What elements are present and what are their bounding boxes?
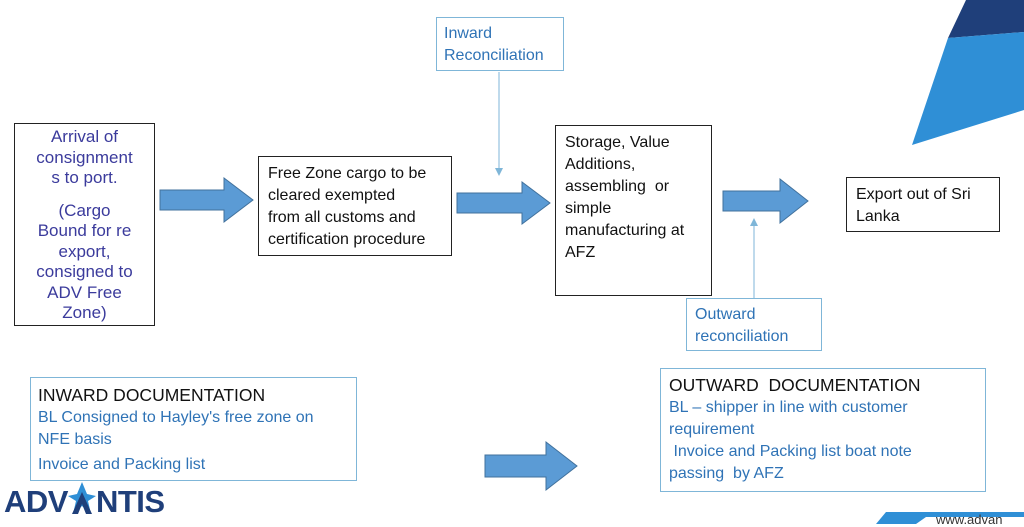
documentation-arrow	[484, 440, 578, 492]
inward-documentation-heading: INWARD DOCUMENTATION	[38, 385, 266, 405]
outward-documentation-heading: OUTWARD DOCUMENTATION	[669, 375, 921, 395]
outward-documentation-line: BL – shipper in line with customer	[669, 399, 908, 416]
brand-corner-shape	[912, 0, 1024, 145]
storage-line: manufacturing at	[565, 222, 685, 239]
arrival-text: Arrival of consignment s to port. (Cargo…	[36, 127, 133, 322]
inward-reconciliation-line: Reconciliation	[444, 47, 544, 64]
flow-arrow-2	[456, 181, 551, 225]
outward-reconciliation-line: reconciliation	[695, 328, 789, 345]
storage-line: assembling or	[565, 178, 670, 195]
advantis-logo: ADV NTIS	[4, 482, 165, 524]
storage-line: AFZ	[565, 244, 596, 261]
storage-line: Additions,	[565, 156, 636, 173]
footer-band	[876, 512, 1024, 524]
export-line: Lanka	[856, 208, 900, 225]
inward-documentation-line: Invoice and Packing list	[38, 456, 206, 473]
flow-arrow-3	[722, 177, 809, 225]
inward-reconciliation-connector	[495, 72, 503, 176]
storage-line: simple	[565, 200, 612, 217]
free-zone-line: Free Zone cargo to be	[268, 165, 427, 182]
inward-reconciliation-line: Inward	[444, 25, 493, 42]
flow-arrow-1	[159, 176, 254, 224]
free-zone-line: certification procedure	[268, 231, 426, 248]
footer-url: www.advan	[936, 512, 1003, 527]
outward-documentation-line: requirement	[669, 421, 755, 438]
inward-documentation-line: BL Consigned to Hayley's free zone on	[38, 409, 314, 426]
inward-documentation-line: NFE basis	[38, 431, 112, 448]
outward-documentation-line: passing by AFZ	[669, 465, 784, 482]
free-zone-box: Free Zone cargo to be cleared exempted f…	[258, 156, 452, 256]
free-zone-line: cleared exempted	[268, 187, 396, 204]
outward-reconciliation-box: Outward reconciliation	[686, 298, 822, 351]
outward-reconciliation-connector	[750, 218, 758, 299]
outward-documentation-line: Invoice and Packing list boat note	[669, 443, 912, 460]
logo-star-icon	[67, 482, 96, 516]
export-line: Export out of Sri	[856, 186, 971, 203]
export-box: Export out of Sri Lanka	[846, 177, 1000, 232]
free-zone-line: from all customs and	[268, 209, 416, 226]
inward-reconciliation-box: Inward Reconciliation	[436, 17, 564, 71]
storage-box: Storage, Value Additions, assembling or …	[555, 125, 712, 296]
arrival-box: Arrival of consignment s to port. (Cargo…	[14, 123, 155, 326]
logo-text-left: ADV	[4, 484, 68, 519]
storage-line: Storage, Value	[565, 134, 670, 151]
inward-documentation-box: INWARD DOCUMENTATION BL Consigned to Hay…	[30, 377, 357, 481]
outward-reconciliation-line: Outward	[695, 306, 756, 323]
logo-text-right: NTIS	[95, 484, 165, 519]
outward-documentation-box: OUTWARD DOCUMENTATION BL – shipper in li…	[660, 368, 986, 492]
